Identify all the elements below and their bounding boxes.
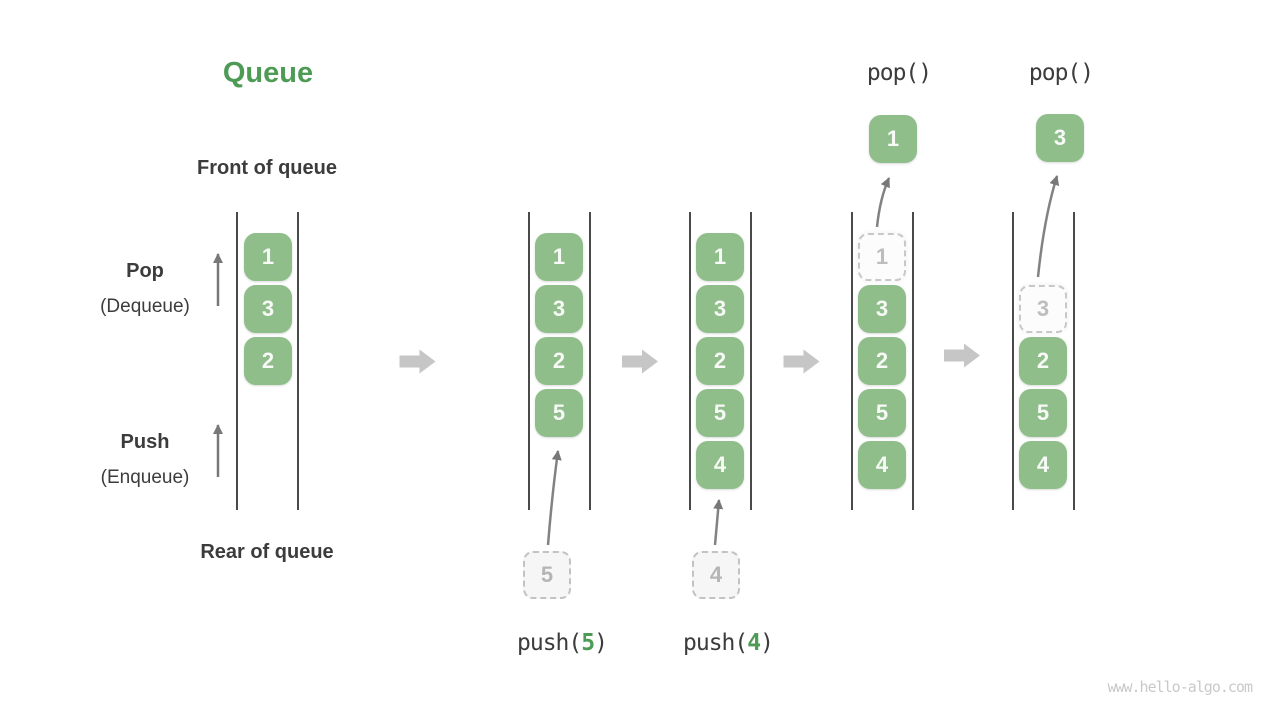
diagram-title: Queue	[222, 57, 314, 89]
popped-slot-cell: 3	[1019, 285, 1067, 333]
state-transition-arrow-1	[399, 349, 436, 374]
pop-operation-label: pop()	[1028, 60, 1094, 86]
enqueue-label: (Enqueue)	[100, 467, 190, 488]
push-operation-label: push(5)	[482, 630, 642, 656]
queue-rail-3	[689, 212, 752, 510]
popped-value-cell: 3	[1036, 114, 1084, 162]
queue-cell: 3	[858, 285, 906, 333]
push-operation-label: push(4)	[648, 630, 808, 656]
queue-cell: 5	[858, 389, 906, 437]
queue-rail-2	[528, 212, 591, 510]
push-op-prefix: push(	[517, 630, 582, 656]
push-label: Push	[120, 431, 170, 453]
push-op-arg: 5	[581, 630, 595, 656]
queue-cell: 2	[1019, 337, 1067, 385]
popped-slot-cell: 1	[858, 233, 906, 281]
queue-cell: 1	[535, 233, 583, 281]
queue-cell: 3	[244, 285, 292, 333]
push-op-suffix: )	[594, 630, 608, 656]
popped-value-cell: 1	[869, 115, 917, 163]
queue-cell: 4	[696, 441, 744, 489]
queue-cell: 1	[244, 233, 292, 281]
incoming-value-cell: 4	[692, 551, 740, 599]
push-op-suffix: )	[760, 630, 774, 656]
queue-cell: 5	[696, 389, 744, 437]
queue-rail-4	[851, 212, 914, 510]
queue-rail-1	[236, 212, 299, 510]
dequeue-label: (Dequeue)	[100, 296, 190, 317]
push-op-prefix: push(	[683, 630, 748, 656]
state-transition-arrow-4	[944, 343, 980, 368]
queue-cell: 2	[535, 337, 583, 385]
rear-of-queue-label: Rear of queue	[200, 541, 334, 563]
queue-cell: 2	[696, 337, 744, 385]
queue-cell: 5	[535, 389, 583, 437]
push-op-arg: 4	[747, 630, 761, 656]
queue-cell: 5	[1019, 389, 1067, 437]
queue-cell: 3	[535, 285, 583, 333]
state-transition-arrow-2	[622, 349, 658, 374]
queue-cell: 3	[696, 285, 744, 333]
queue-cell: 2	[244, 337, 292, 385]
pop-label: Pop	[126, 260, 164, 282]
incoming-value-cell: 5	[523, 551, 571, 599]
queue-rail-5	[1012, 212, 1075, 510]
front-of-queue-label: Front of queue	[197, 157, 337, 179]
pop-operation-label: pop()	[866, 60, 932, 86]
queue-cell: 1	[696, 233, 744, 281]
site-watermark: www.hello-algo.com	[1107, 678, 1253, 696]
queue-cell: 2	[858, 337, 906, 385]
state-transition-arrow-3	[783, 349, 820, 374]
queue-cell: 4	[858, 441, 906, 489]
queue-cell: 4	[1019, 441, 1067, 489]
